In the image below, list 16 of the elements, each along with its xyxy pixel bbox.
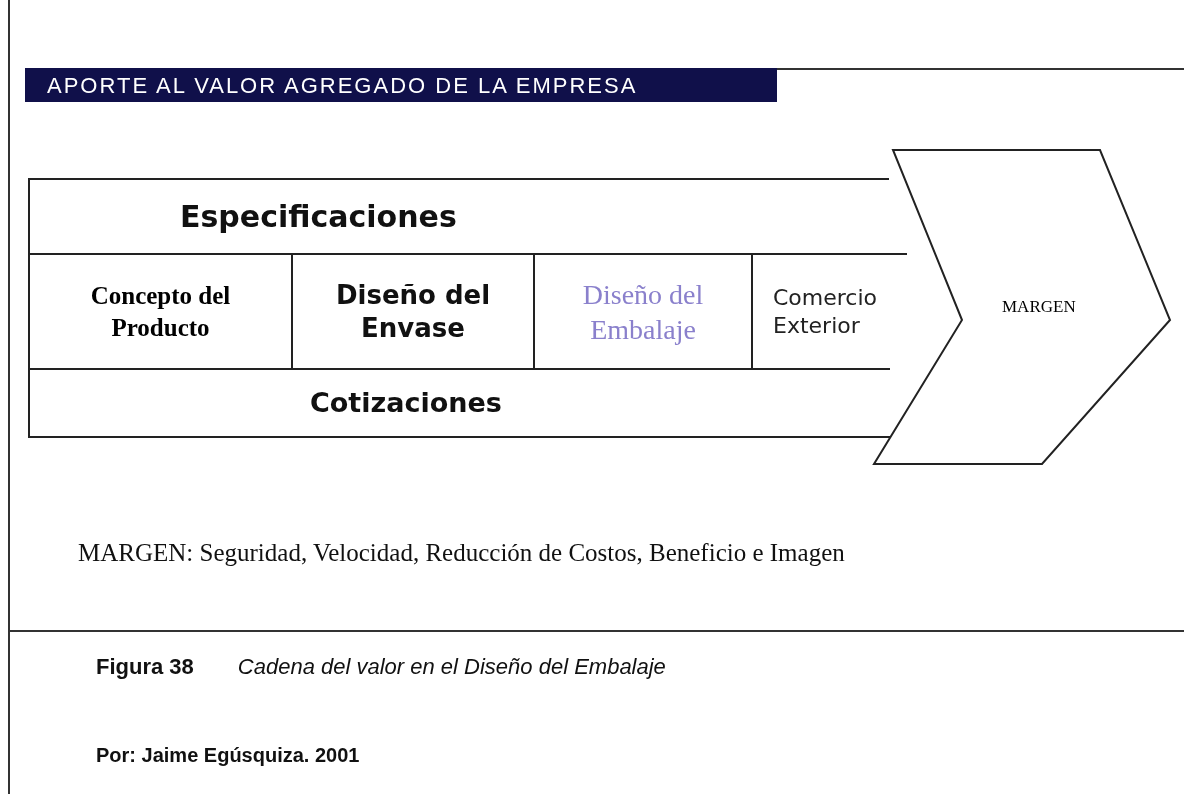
figure-caption: Figura 38 Cadena del valor en el Diseño del Embalaje xyxy=(96,653,666,681)
chain-band xyxy=(28,178,889,253)
chain-cell xyxy=(293,253,535,368)
author-credit: Por: Jaime Egúsquiza. 2001 xyxy=(96,743,360,768)
node-label: MARGEN xyxy=(1001,296,1076,319)
note-text: MARGEN: Seguridad, Velocidad, Reducción de Costos, Beneficio e Imagen xyxy=(78,538,846,568)
chain-cell xyxy=(535,253,753,368)
node-label: Especificaciones xyxy=(179,198,457,236)
node-label: Comercio Exterior xyxy=(772,284,879,339)
node-label: Cotizaciones xyxy=(309,385,502,420)
chain-band xyxy=(28,368,890,438)
chain-cell xyxy=(28,253,293,368)
node-label: Diseño del Embalaje xyxy=(581,277,705,347)
node-label: Concepto del Producto xyxy=(89,281,232,343)
node-label: Diseño del Envase xyxy=(334,279,492,344)
title-banner: APORTE AL VALOR AGREGADO DE LA EMPRESA xyxy=(25,68,777,102)
